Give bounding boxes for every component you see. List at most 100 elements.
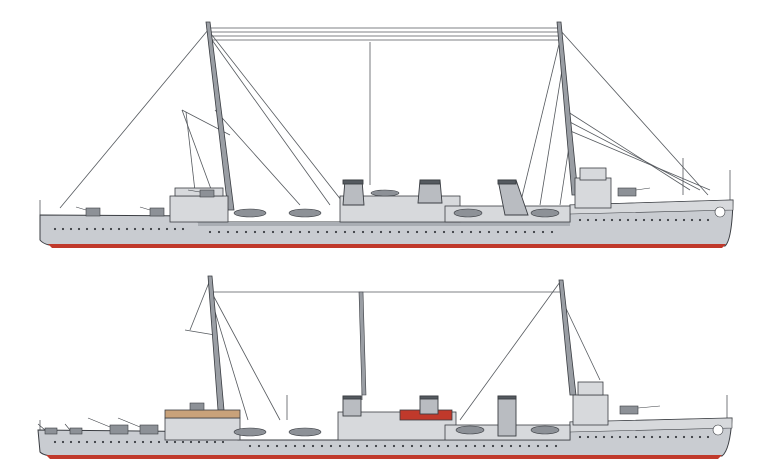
- porthole: [77, 440, 81, 444]
- porthole: [370, 230, 374, 234]
- porthole: [221, 440, 225, 444]
- porthole: [149, 440, 153, 444]
- porthole: [666, 218, 670, 222]
- porthole: [433, 230, 437, 234]
- lower-deck-fittings: [37, 402, 724, 437]
- porthole: [280, 230, 284, 234]
- upper-hull-shadow: [198, 222, 570, 226]
- porthole: [271, 230, 275, 234]
- upper-ship-profile: [39, 21, 734, 248]
- porthole: [213, 440, 217, 444]
- porthole: [325, 230, 329, 234]
- porthole: [298, 230, 302, 234]
- upper-rigging: [39, 27, 731, 215]
- porthole: [658, 435, 662, 439]
- porthole: [610, 218, 614, 222]
- porthole: [706, 435, 710, 439]
- porthole: [109, 440, 113, 444]
- porthole: [419, 444, 423, 448]
- porthole: [424, 230, 428, 234]
- porthole: [455, 444, 459, 448]
- porthole: [189, 440, 193, 444]
- porthole: [594, 435, 598, 439]
- porthole: [197, 440, 201, 444]
- porthole: [674, 435, 678, 439]
- porthole: [442, 230, 446, 234]
- porthole: [634, 435, 638, 439]
- porthole: [181, 440, 185, 444]
- porthole: [496, 230, 500, 234]
- porthole: [352, 230, 356, 234]
- porthole: [514, 230, 518, 234]
- porthole: [141, 440, 145, 444]
- porthole: [125, 440, 129, 444]
- lower-waterline: [46, 455, 722, 459]
- porthole: [610, 435, 614, 439]
- porthole: [217, 230, 221, 234]
- porthole: [505, 230, 509, 234]
- porthole: [289, 230, 293, 234]
- porthole: [157, 227, 161, 231]
- porthole: [208, 230, 212, 234]
- porthole: [532, 230, 536, 234]
- porthole: [410, 444, 414, 448]
- porthole: [690, 435, 694, 439]
- porthole: [682, 218, 686, 222]
- porthole: [93, 440, 97, 444]
- porthole: [133, 440, 137, 444]
- porthole: [101, 440, 105, 444]
- porthole: [165, 440, 169, 444]
- porthole: [117, 227, 121, 231]
- porthole: [383, 444, 387, 448]
- porthole: [706, 218, 710, 222]
- porthole: [397, 230, 401, 234]
- lower-ship-profile: [37, 275, 733, 459]
- upper-waterline: [48, 244, 726, 248]
- porthole: [365, 444, 369, 448]
- porthole: [545, 444, 549, 448]
- porthole: [85, 440, 89, 444]
- lower-funnels: [342, 395, 517, 437]
- porthole: [149, 227, 153, 231]
- porthole: [578, 435, 582, 439]
- porthole: [244, 230, 248, 234]
- porthole: [541, 230, 545, 234]
- porthole: [602, 218, 606, 222]
- porthole: [316, 230, 320, 234]
- porthole: [634, 218, 638, 222]
- upper-funnels: [342, 179, 529, 216]
- porthole: [618, 435, 622, 439]
- porthole: [101, 227, 105, 231]
- porthole: [329, 444, 333, 448]
- porthole: [536, 444, 540, 448]
- porthole: [343, 230, 347, 234]
- porthole: [334, 230, 338, 234]
- porthole: [550, 230, 554, 234]
- porthole: [674, 218, 678, 222]
- porthole: [650, 218, 654, 222]
- porthole: [307, 230, 311, 234]
- porthole: [302, 444, 306, 448]
- porthole: [451, 230, 455, 234]
- porthole: [578, 218, 582, 222]
- porthole: [379, 230, 383, 234]
- porthole: [527, 444, 531, 448]
- porthole: [388, 230, 392, 234]
- porthole: [554, 444, 558, 448]
- porthole: [518, 444, 522, 448]
- porthole: [61, 440, 65, 444]
- upper-portholes: [53, 218, 710, 234]
- porthole: [500, 444, 504, 448]
- porthole: [53, 227, 57, 231]
- porthole: [320, 444, 324, 448]
- porthole: [347, 444, 351, 448]
- porthole: [338, 444, 342, 448]
- porthole: [85, 227, 89, 231]
- porthole: [374, 444, 378, 448]
- porthole: [698, 435, 702, 439]
- porthole: [626, 435, 630, 439]
- porthole: [262, 230, 266, 234]
- porthole: [61, 227, 65, 231]
- porthole: [446, 444, 450, 448]
